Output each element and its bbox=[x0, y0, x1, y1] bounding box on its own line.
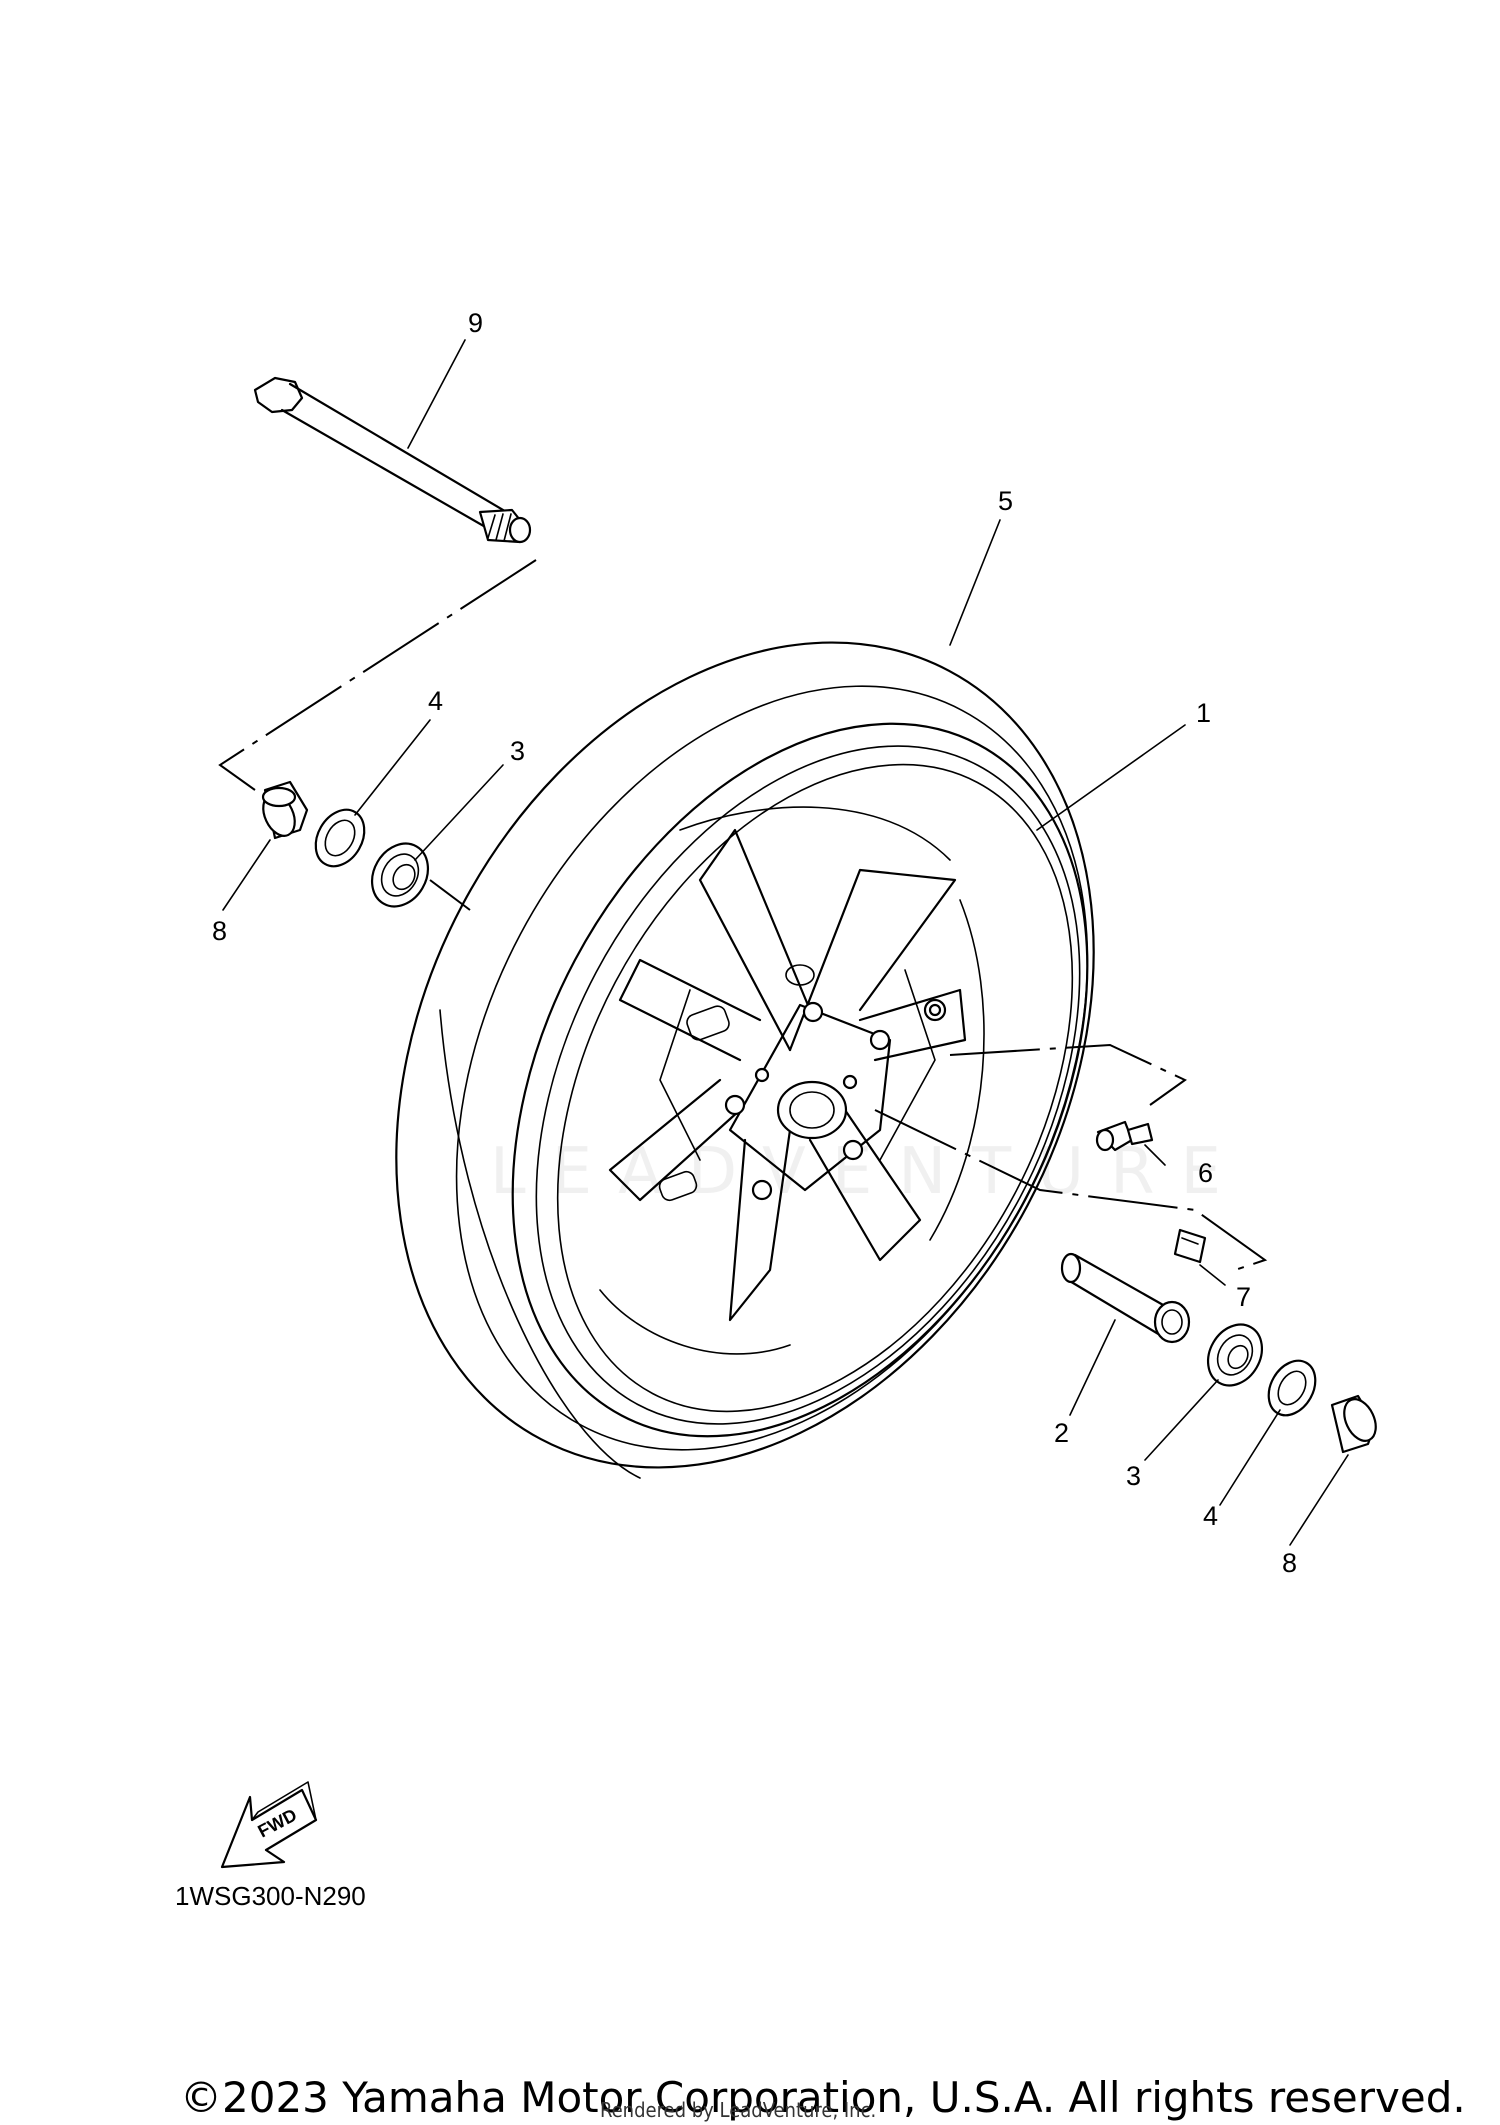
tire-and-wheel bbox=[395, 641, 1095, 1479]
leader-lines bbox=[222, 339, 1349, 1546]
callout-3-left: 3 bbox=[510, 736, 525, 766]
callout-3-right: 3 bbox=[1126, 1461, 1141, 1491]
callout-7: 7 bbox=[1236, 1282, 1251, 1312]
callout-9: 9 bbox=[468, 308, 483, 338]
callout-2: 2 bbox=[1054, 1418, 1069, 1448]
valve-phantom-line bbox=[949, 1043, 1187, 1106]
front-wheel-axle bbox=[253, 376, 532, 544]
left-bearing bbox=[370, 842, 430, 908]
balance-weight-phantom-line bbox=[874, 1109, 1268, 1271]
left-spacer-phantom-line bbox=[429, 879, 471, 911]
callout-8-right: 8 bbox=[1282, 1548, 1297, 1578]
rendered-by: Rendered by LeadVenture, Inc. bbox=[600, 2098, 877, 2122]
axle-phantom-line bbox=[218, 559, 537, 791]
right-bearing bbox=[1206, 1323, 1264, 1387]
callout-4-left: 4 bbox=[428, 686, 443, 716]
fwd-arrow-icon: FWD bbox=[220, 1781, 318, 1869]
diagram-code: 1WSG300-N290 bbox=[175, 1881, 366, 1911]
left-collar bbox=[261, 780, 309, 840]
right-oil-seal bbox=[1267, 1359, 1317, 1417]
left-oil-seal bbox=[314, 808, 366, 868]
copyright-notice: ©2023 Yamaha Motor Corporation, U.S.A. A… bbox=[180, 2073, 1466, 2122]
callout-4-right: 4 bbox=[1203, 1501, 1218, 1531]
balance-weight bbox=[1173, 1228, 1207, 1264]
wheel-hub bbox=[724, 998, 947, 1201]
callout-8-left: 8 bbox=[212, 916, 227, 946]
valve bbox=[1095, 1120, 1154, 1152]
callout-6: 6 bbox=[1198, 1158, 1213, 1188]
collar-2 bbox=[1060, 1252, 1191, 1344]
callout-5: 5 bbox=[998, 486, 1013, 516]
wheel-spokes bbox=[599, 806, 985, 1355]
right-collar bbox=[1330, 1394, 1377, 1454]
callout-1: 1 bbox=[1196, 698, 1211, 728]
